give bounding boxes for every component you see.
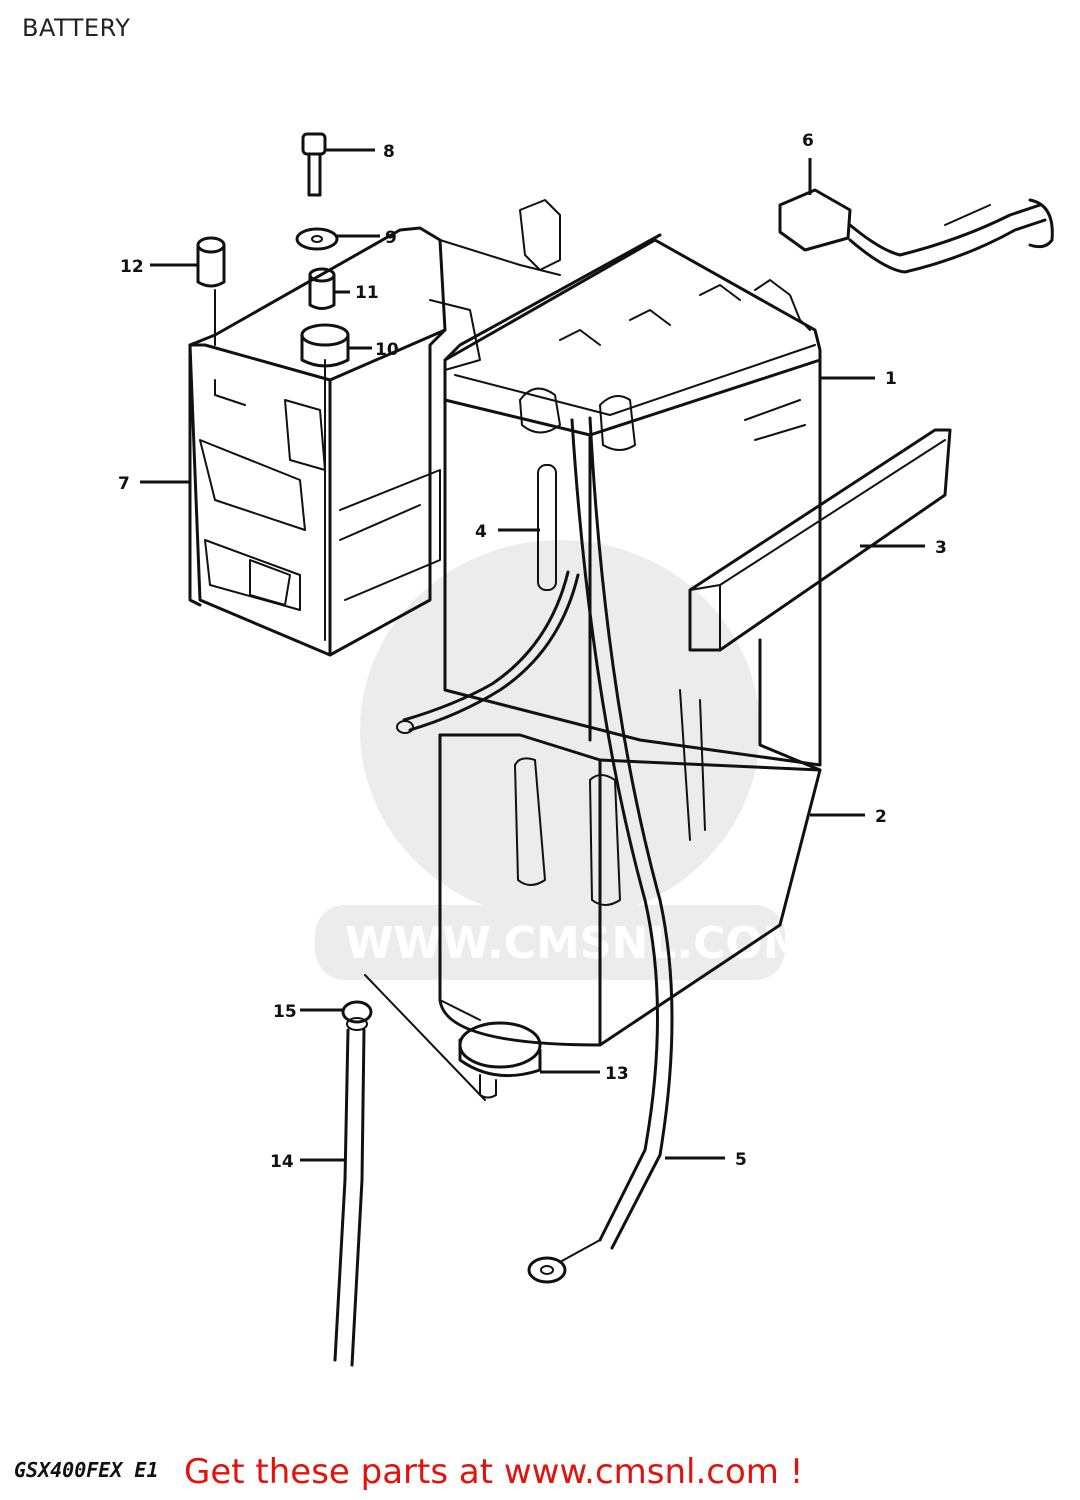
callout-labels: 1 2 3 4 5 6 7 8 9 10 11 12 13 14 15 <box>118 131 947 1172</box>
battery-part-1 <box>443 233 822 767</box>
callout-10: 10 <box>375 340 399 360</box>
footer-link[interactable]: Get these parts at www.cmsnl.com ! <box>184 1452 804 1492</box>
battery-holder-part-7 <box>188 199 561 657</box>
breather-hose-part-14 <box>333 1028 366 1367</box>
callout-8: 8 <box>383 142 395 162</box>
washer-part-9 <box>295 227 339 251</box>
callout-15: 15 <box>273 1002 297 1022</box>
clip-part-15 <box>341 1000 373 1031</box>
callout-12: 12 <box>120 257 144 277</box>
callout-2: 2 <box>875 807 887 827</box>
callout-4: 4 <box>475 522 487 542</box>
callout-6: 6 <box>802 131 814 151</box>
page-title: BATTERY <box>22 14 131 42</box>
spacer-part-11 <box>308 267 336 310</box>
strap-part-3 <box>688 428 952 652</box>
callout-13: 13 <box>605 1064 629 1084</box>
battery-tray-part-2 <box>438 638 822 1047</box>
callout-5: 5 <box>735 1150 747 1170</box>
callout-14: 14 <box>270 1152 294 1172</box>
assembly-guides <box>214 289 486 1101</box>
bolt-part-8 <box>301 132 327 197</box>
callout-3: 3 <box>935 538 947 558</box>
callout-9: 9 <box>385 228 397 248</box>
callout-1: 1 <box>885 369 897 389</box>
model-code: GSX400FEX E1 <box>14 1458 159 1482</box>
battery-cable-part-5 <box>527 416 674 1284</box>
terminal-cable-part-6 <box>778 188 1054 274</box>
watermark-text: WWW.CMSNL.COM <box>345 918 807 969</box>
leader-lines <box>140 148 925 1162</box>
callout-11: 11 <box>355 283 379 303</box>
watermark: WWW.CMSNL.COM <box>315 540 807 980</box>
cap-part-12 <box>196 236 226 288</box>
callout-7: 7 <box>118 474 130 494</box>
vent-tube-part-4 <box>396 570 580 734</box>
